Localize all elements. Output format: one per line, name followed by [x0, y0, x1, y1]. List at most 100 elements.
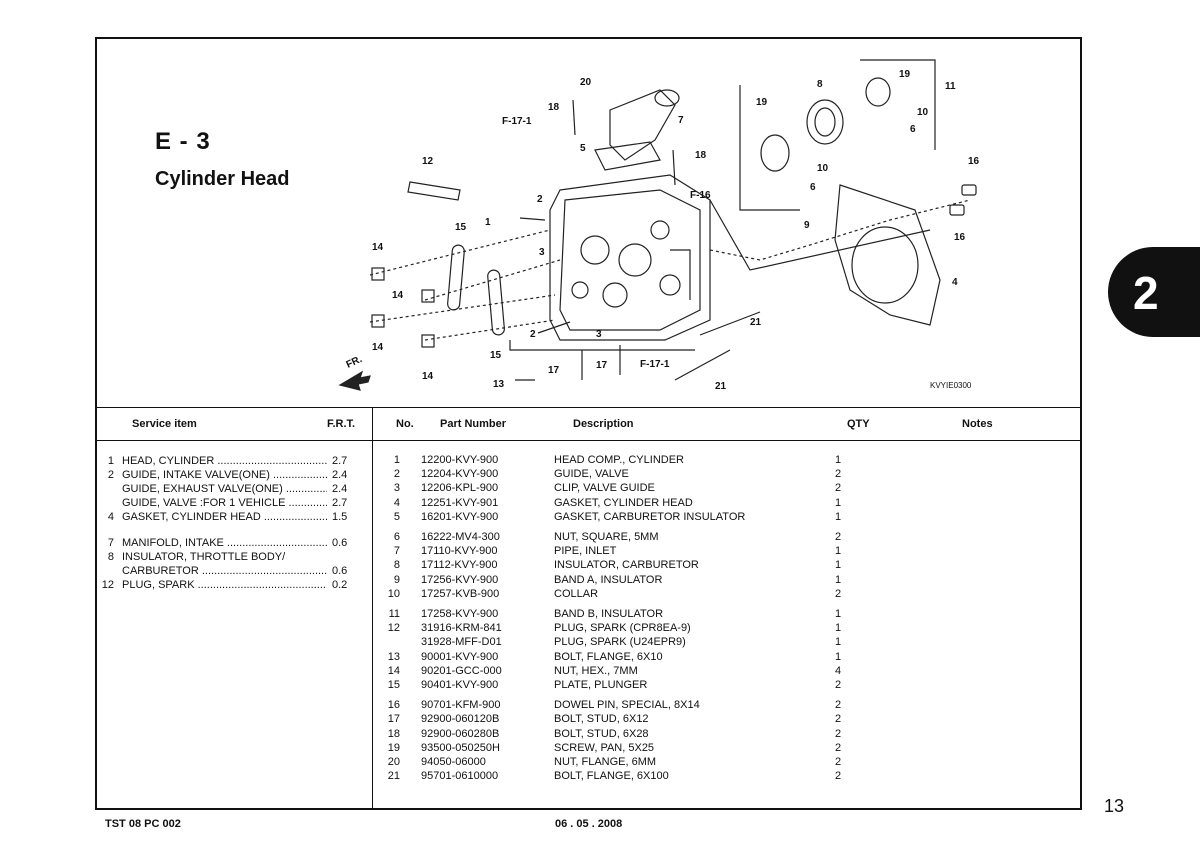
part-quantity: 2 — [835, 531, 842, 543]
part-description: SCREW, PAN, 5X25 — [554, 741, 655, 754]
part-quantity: 2 — [835, 482, 842, 495]
part-number: 90001-KVY-900 — [421, 650, 499, 663]
part-number-index: 20 — [387, 756, 400, 768]
header-part-number: Part Number — [440, 418, 507, 430]
part-number-index: 19 — [387, 741, 400, 754]
part-number: 17110-KVY-900 — [421, 545, 498, 558]
part-callout: 16 — [954, 232, 966, 243]
page-frame — [95, 37, 1082, 810]
part-number-index: 10 — [387, 587, 400, 600]
part-number: 90401-KVY-900 — [421, 679, 499, 691]
part-number-index: 6 — [393, 531, 400, 543]
part-callout: 6 — [910, 124, 916, 135]
part-quantity: 4 — [835, 664, 842, 677]
part-number: 17257-KVB-900 — [421, 587, 500, 600]
part-callout: 20 — [580, 77, 592, 88]
figure-code: KVYIE0300 — [930, 381, 972, 390]
part-number-index: 11 — [388, 608, 400, 620]
part-callout: 17 — [548, 365, 560, 376]
part-description: BOLT, FLANGE, 6X100 — [554, 770, 669, 783]
part-number-index: 21 — [387, 770, 400, 783]
part-number: 92900-060280B — [421, 727, 500, 740]
part-number: 17112-KVY-900 — [421, 559, 498, 572]
part-number: 94050-06000 — [421, 756, 486, 768]
part-callout: 5 — [580, 143, 586, 154]
part-number-index: 9 — [393, 573, 400, 586]
part-description: BAND B, INSULATOR — [554, 608, 664, 620]
part-description: PLATE, PLUNGER — [554, 679, 648, 691]
part-number: 16201-KVY-900 — [421, 510, 499, 523]
head-gasket-shape — [834, 184, 941, 326]
part-quantity: 2 — [835, 468, 842, 481]
part-callout: 14 — [372, 242, 384, 253]
part-description: BOLT, STUD, 6X28 — [554, 727, 649, 740]
part-description: BOLT, STUD, 6X12 — [554, 713, 649, 726]
part-description: BOLT, FLANGE, 6X10 — [554, 650, 663, 663]
part-quantity: 2 — [835, 679, 842, 691]
chapter-number: 2 — [1133, 267, 1159, 319]
service-item-row: GUIDE, VALVE :FOR 1 VEHICLE2.7 — [100, 496, 360, 511]
part-callout: 14 — [372, 342, 384, 353]
figure-reference: F-17-1 — [640, 359, 670, 370]
part-quantity: 1 — [835, 510, 842, 523]
part-callout: 14 — [392, 290, 404, 301]
part-quantity: 2 — [835, 756, 842, 768]
part-callout: 9 — [804, 220, 810, 231]
part-description: GASKET, CYLINDER HEAD — [554, 496, 693, 509]
part-callout: 21 — [750, 317, 762, 328]
part-quantity: 2 — [835, 713, 842, 726]
part-description: PLUG, SPARK (U24EPR9) — [554, 636, 686, 649]
intake-pipe-shape — [609, 89, 676, 161]
section-code: E - 3 — [155, 128, 211, 155]
chapter-tab — [1108, 247, 1200, 337]
table-top-rule — [95, 407, 1082, 408]
figure-reference: F-17-1 — [502, 116, 532, 127]
part-callout: 15 — [455, 222, 467, 233]
part-number: 90701-KFM-900 — [421, 699, 501, 712]
part-number-index: 8 — [393, 559, 400, 572]
page-number: 13 — [1104, 796, 1125, 816]
part-callout: 17 — [596, 360, 608, 371]
part-callout: 1 — [485, 217, 491, 228]
header-frt: F.R.T. — [327, 418, 356, 430]
part-number-index: 17 — [387, 713, 400, 726]
part-number-index: 15 — [387, 679, 400, 691]
part-callout: 4 — [952, 277, 958, 288]
part-callout: 18 — [548, 102, 560, 113]
header-no: No. — [396, 418, 414, 430]
part-quantity: 1 — [835, 650, 842, 663]
part-description: CLIP, VALVE GUIDE — [554, 482, 655, 495]
part-number: 17258-KVY-900 — [421, 608, 499, 620]
part-description: HEAD COMP., CYLINDER — [554, 454, 684, 466]
part-quantity: 1 — [835, 622, 842, 635]
part-description: DOWEL PIN, SPECIAL, 8X14 — [554, 699, 700, 712]
part-description: GASKET, CARBURETOR INSULATOR — [554, 510, 746, 523]
part-quantity: 2 — [835, 741, 842, 754]
part-quantity: 2 — [835, 727, 842, 740]
part-description: PIPE, INLET — [554, 545, 617, 558]
part-description: BAND A, INSULATOR — [554, 573, 663, 586]
part-quantity: 1 — [835, 545, 842, 558]
figure-reference: F-16 — [690, 190, 711, 201]
part-callout: 14 — [422, 371, 434, 382]
part-callout: 8 — [817, 79, 823, 90]
part-number: 92900-060120B — [421, 713, 500, 726]
part-number: 12204-KVY-900 — [421, 468, 499, 481]
part-number: 90201-GCC-000 — [421, 664, 502, 677]
part-quantity: 2 — [835, 770, 842, 783]
part-callout: 13 — [493, 379, 505, 390]
part-description: COLLAR — [554, 587, 599, 600]
